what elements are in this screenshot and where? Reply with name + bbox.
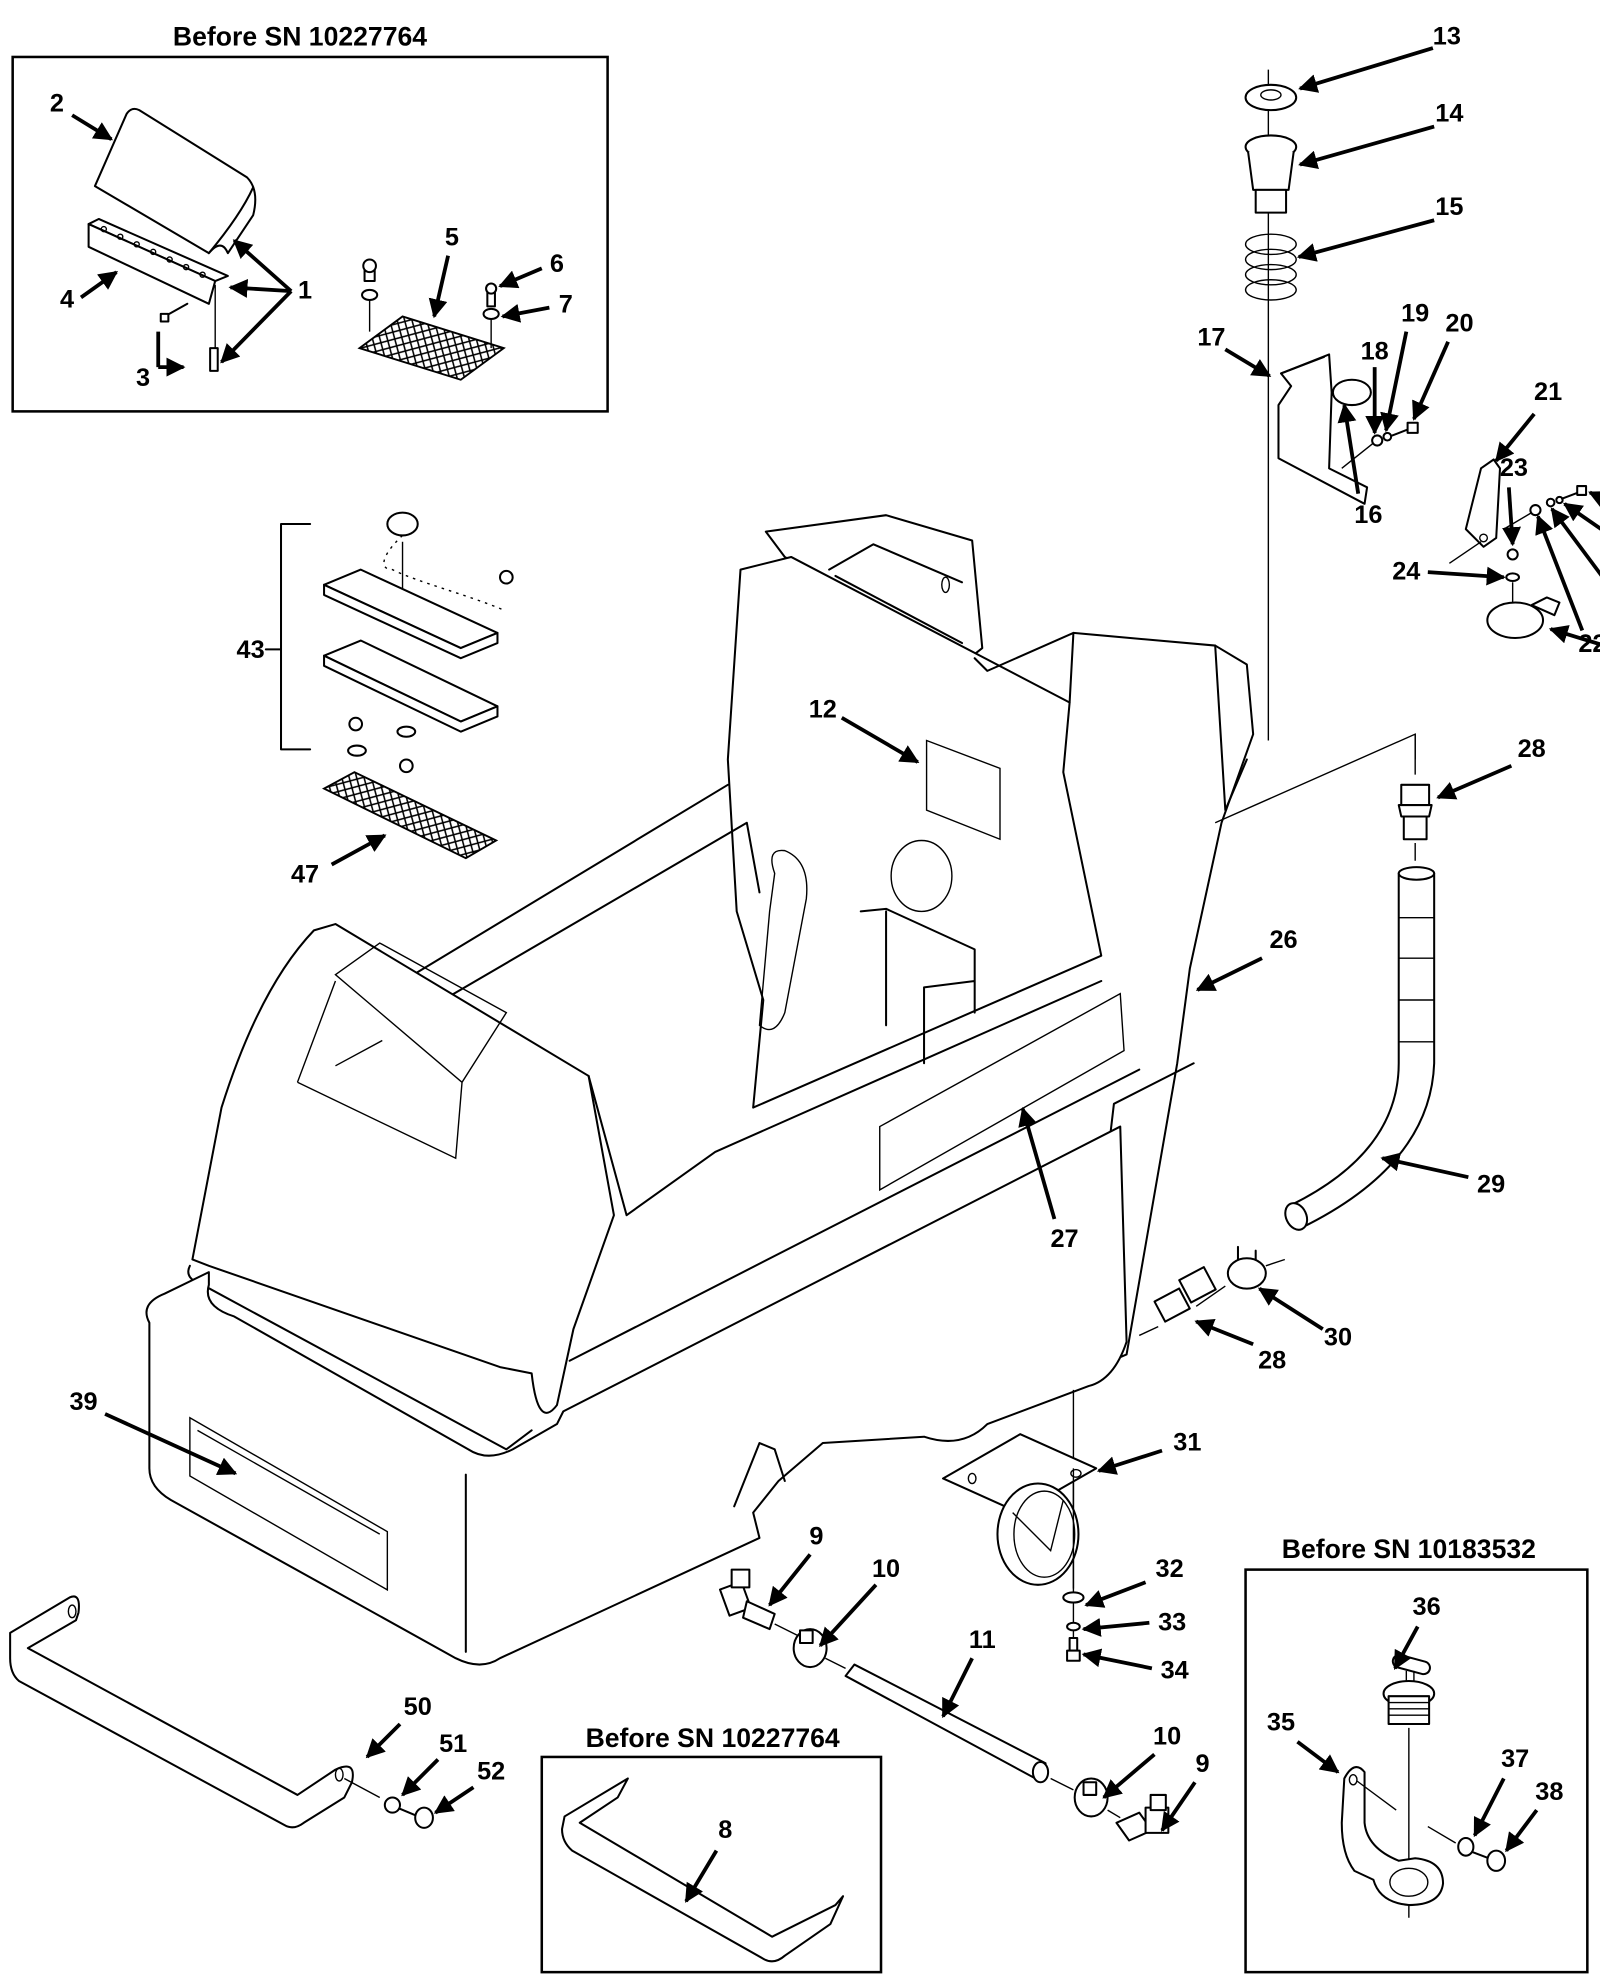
callout-12: 12 (809, 696, 837, 724)
callout-2: 2 (50, 89, 64, 117)
part-9-elbow-left (718, 1568, 776, 1631)
callout-52: 52 (477, 1758, 505, 1786)
part-11-hose (844, 1663, 1047, 1780)
parts-43-47: 43 47 (237, 511, 514, 888)
callout-16: 16 (1354, 501, 1382, 529)
fill-assembly: 13 14 15 17 16 18 19 20 21 23 24 25 20 1… (1197, 22, 1600, 741)
inset-drain: Before SN 10183532 36 35 37 38 (1244, 1534, 1589, 1974)
drain-hose-assembly: 9 10 11 10 9 (718, 1522, 1210, 1842)
inset-drain-frame (1244, 1568, 1589, 1974)
tank-body: 12 26 27 39 (69, 514, 1416, 1666)
screw-washer-right (482, 282, 500, 349)
part-9-elbow-right (1115, 1793, 1170, 1842)
inset-seat-frame (11, 55, 609, 413)
callout-31: 31 (1173, 1429, 1201, 1457)
part-50-handle (9, 1595, 354, 1829)
callout-18a: 18 (1361, 337, 1389, 365)
part-8-handle (561, 1777, 845, 1963)
callout-26: 26 (1269, 926, 1297, 954)
callout-11: 11 (969, 1626, 996, 1654)
part-25-cap (1486, 596, 1561, 639)
decal-mat (357, 315, 506, 381)
callout-14: 14 (1435, 100, 1463, 128)
seat-cushion (93, 107, 257, 255)
part-31-caster (942, 1433, 1098, 1514)
callout-10a: 10 (872, 1555, 900, 1583)
callout-4: 4 (60, 286, 74, 314)
callout-13: 13 (1433, 22, 1461, 50)
callout-1: 1 (298, 277, 312, 305)
inset-seat-title: Before SN 10227764 (173, 22, 427, 52)
callout-29: 29 (1477, 1170, 1505, 1198)
screw-washer-left (361, 258, 379, 332)
part-28-fitting-top (1397, 783, 1433, 841)
callout-32: 32 (1156, 1555, 1184, 1583)
callout-19a: 19 (1401, 300, 1429, 328)
hose-assembly: 28 29 30 28 (1138, 734, 1546, 1374)
inset-handle-frame (540, 1755, 883, 1974)
callout-39: 39 (69, 1388, 97, 1416)
callout-3: 3 (136, 364, 150, 392)
callout-6: 6 (550, 250, 564, 278)
callout-10b: 10 (1153, 1722, 1181, 1750)
inset-handle: Before SN 10227764 8 (540, 1723, 883, 1974)
part-36-drain-plug (1382, 1653, 1436, 1726)
part-10-clamp-left (792, 1628, 828, 1669)
part-15-spring (1244, 233, 1297, 301)
callout-24: 24 (1392, 558, 1420, 586)
callout-38: 38 (1535, 1778, 1563, 1806)
part-17-bracket (1277, 353, 1369, 505)
callout-5: 5 (445, 224, 459, 252)
callout-17: 17 (1197, 324, 1225, 352)
callout-28b: 28 (1258, 1346, 1286, 1374)
callout-33: 33 (1158, 1608, 1186, 1636)
callout-8: 8 (718, 1816, 732, 1844)
callout-34: 34 (1161, 1656, 1189, 1684)
part-16-o-ring (1331, 378, 1372, 407)
plate-upper (323, 568, 499, 650)
part-29-hose (1290, 872, 1436, 1229)
part-35-tether (1340, 1766, 1445, 1907)
callout-35: 35 (1267, 1708, 1295, 1736)
part-10-clamp-right (1073, 1777, 1109, 1818)
callout-30: 30 (1324, 1324, 1352, 1352)
inset-drain-title: Before SN 10183532 (1282, 1534, 1536, 1564)
callout-43: 43 (237, 636, 265, 664)
callout-9a: 9 (809, 1522, 823, 1550)
callout-20a: 20 (1445, 310, 1473, 338)
part-47-mesh-decal (321, 771, 499, 860)
callout-37: 37 (1501, 1745, 1529, 1773)
part-14-fill-fitting (1244, 134, 1298, 214)
inset-seat: Before SN 10227764 2 1 (11, 22, 609, 413)
callout-51: 51 (439, 1730, 467, 1758)
part-13-gasket (1244, 83, 1298, 112)
part-21-lever (1464, 458, 1502, 548)
callout-23: 23 (1500, 454, 1528, 482)
callout-36: 36 (1413, 1593, 1441, 1621)
callout-27: 27 (1050, 1225, 1078, 1253)
part-28-fitting-bottom (1153, 1266, 1217, 1323)
rear-handle: 50 51 52 (9, 1595, 505, 1829)
inset-handle-title: Before SN 10227764 (586, 1723, 840, 1753)
part-30-clamp (1226, 1257, 1267, 1290)
callout-21: 21 (1534, 378, 1562, 406)
callout-47: 47 (291, 860, 319, 888)
callout-28a: 28 (1518, 735, 1546, 763)
callout-9b: 9 (1195, 1750, 1209, 1778)
caster-assembly: 31 32 33 34 (942, 1429, 1201, 1684)
callout-22: 22 (1578, 630, 1600, 658)
callout-15: 15 (1435, 193, 1463, 221)
callout-7: 7 (559, 291, 573, 319)
callout-50: 50 (404, 1693, 432, 1721)
